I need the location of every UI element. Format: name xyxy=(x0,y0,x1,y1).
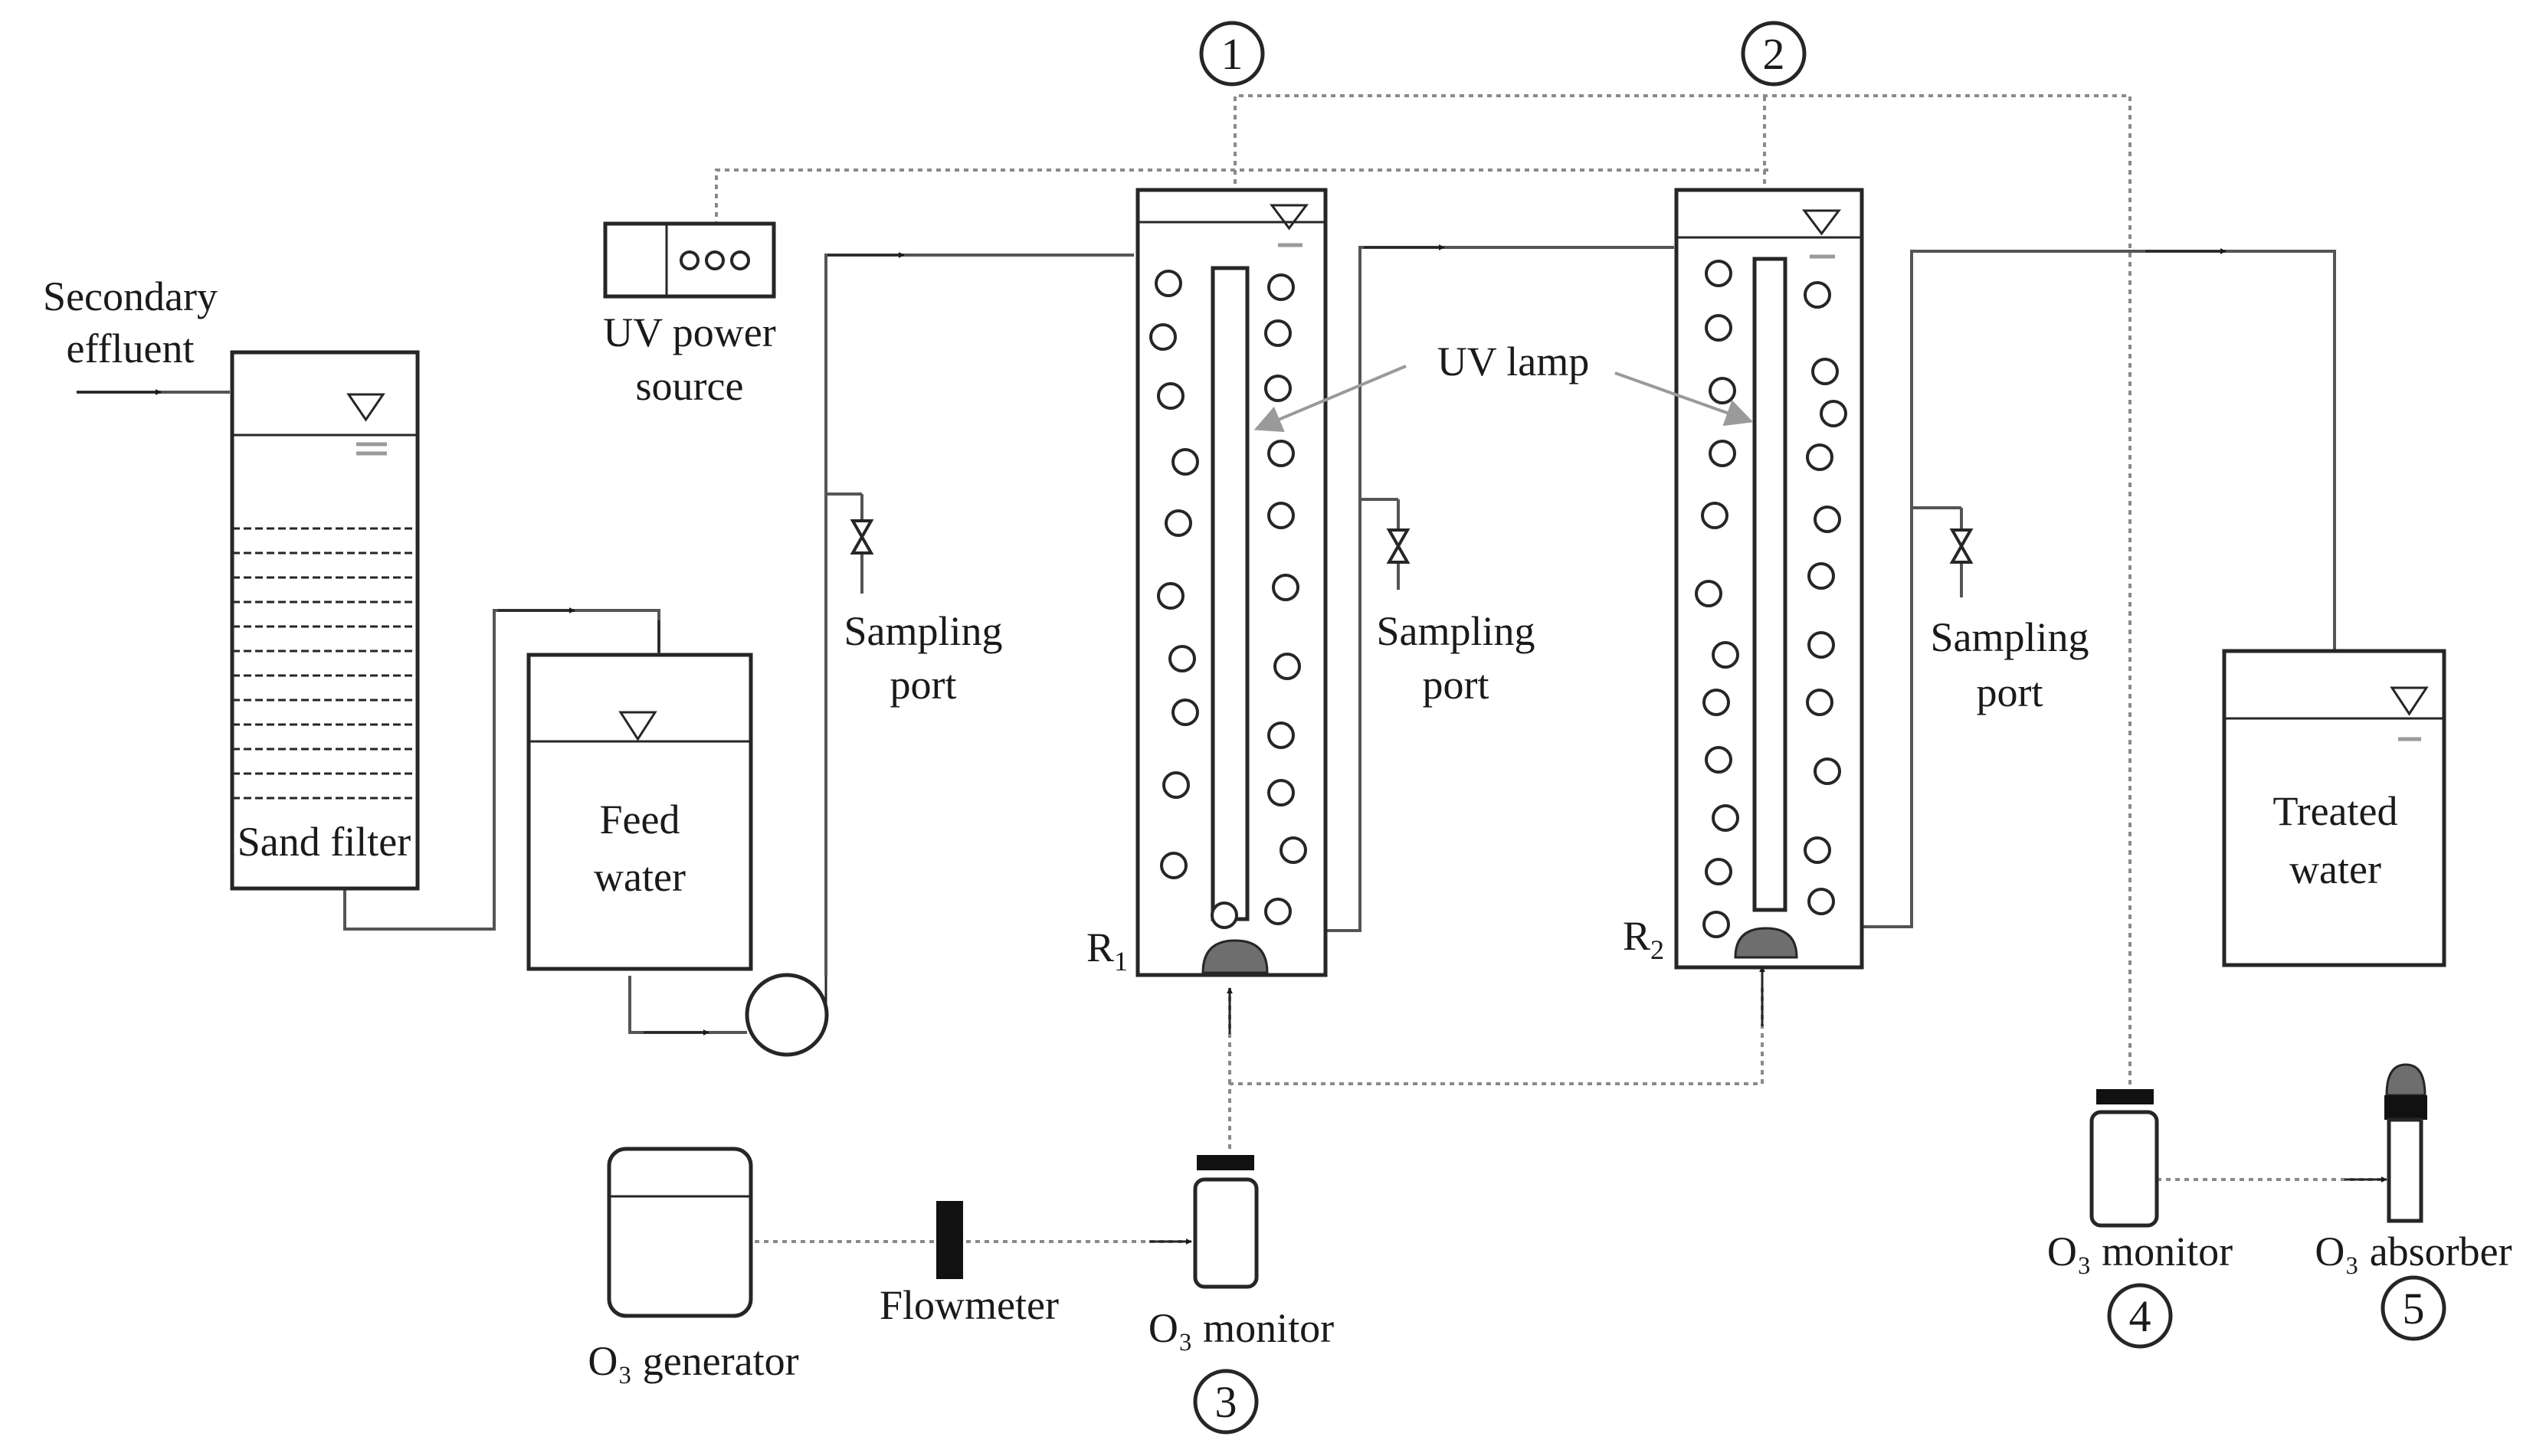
reactor-2 xyxy=(1674,188,1864,970)
label-treated-water-1: Treated xyxy=(2273,788,2398,834)
gas-lines xyxy=(755,94,2387,1245)
flowmeter xyxy=(936,1201,963,1279)
o3-monitor-4 xyxy=(2089,1089,2159,1228)
o3-generator xyxy=(607,1147,753,1318)
feed-water-tank xyxy=(526,653,753,971)
uv-power-source xyxy=(603,221,776,299)
label-sand-filter: Sand filter xyxy=(238,819,411,865)
sampling-valve-1 xyxy=(850,519,874,555)
diffuser-1 xyxy=(1201,939,1269,974)
label-feed-water-2: water xyxy=(594,854,686,900)
bubbles-1 xyxy=(1149,270,1307,929)
svg-text:1: 1 xyxy=(1221,29,1244,79)
label-uv-lamp: UV lamp xyxy=(1437,339,1590,384)
uv-lamp-1 xyxy=(1211,266,1250,921)
label-treated-water-2: water xyxy=(2289,846,2381,892)
label-o3-absorber: O₃ absorber xyxy=(2315,1229,2512,1274)
label-secondary-effluent-1: Secondary xyxy=(43,273,218,319)
pump xyxy=(745,973,829,1057)
o3-absorber xyxy=(2384,1063,2427,1223)
label-feed-water-1: Feed xyxy=(600,797,680,843)
diffuser-2 xyxy=(1734,927,1798,959)
uv-lamp-pointers xyxy=(1253,365,1754,433)
marker-5: 5 xyxy=(2381,1275,2446,1341)
marker-1: 1 xyxy=(1199,21,1265,87)
water-lines xyxy=(77,169,2336,1034)
marker-2: 2 xyxy=(1741,21,1807,87)
sand-filter xyxy=(230,350,420,891)
water-level-icon xyxy=(1802,209,1841,236)
svg-text:2: 2 xyxy=(1763,29,1785,79)
o3-monitor-3 xyxy=(1193,1155,1259,1289)
label-reactor-1: R1 xyxy=(1086,924,1128,977)
water-level-icon xyxy=(618,711,657,741)
label-sampling-port-3a: Sampling xyxy=(1930,614,2089,660)
water-level-icon xyxy=(1270,204,1309,231)
bubbles-2 xyxy=(1695,260,1847,938)
label-reactor-2: R2 xyxy=(1623,913,1664,965)
label-secondary-effluent-2: effluent xyxy=(67,326,195,371)
treated-water-tank xyxy=(2222,649,2446,967)
reactor-1 xyxy=(1135,188,1328,977)
label-sampling-port-2a: Sampling xyxy=(1376,608,1535,654)
sampling-valve-3 xyxy=(1949,528,1974,564)
water-level-icon xyxy=(2390,686,2429,716)
sampling-valve-2 xyxy=(1386,528,1411,564)
water-level-icon xyxy=(346,393,387,456)
label-uv-power-1: UV power xyxy=(603,309,775,355)
svg-text:3: 3 xyxy=(1215,1377,1237,1427)
label-sampling-port-1b: port xyxy=(890,662,957,708)
flow-arrows xyxy=(77,244,2227,1036)
label-o3-monitor-4: O₃ monitor xyxy=(2047,1229,2233,1274)
marker-4: 4 xyxy=(2107,1283,2173,1349)
label-o3-generator: O₃ generator xyxy=(588,1338,798,1384)
label-sampling-port-1a: Sampling xyxy=(844,608,1002,654)
svg-text:5: 5 xyxy=(2403,1284,2425,1333)
marker-3: 3 xyxy=(1193,1369,1259,1435)
uv-lamp-2 xyxy=(1752,257,1787,912)
label-sampling-port-3b: port xyxy=(1977,669,2043,715)
svg-text:4: 4 xyxy=(2129,1291,2151,1341)
sand-layers xyxy=(232,527,418,800)
label-uv-power-2: source xyxy=(636,363,744,409)
label-flowmeter: Flowmeter xyxy=(880,1282,1059,1328)
label-o3-monitor-3: O₃ monitor xyxy=(1148,1305,1334,1351)
label-sampling-port-2b: port xyxy=(1423,662,1489,708)
